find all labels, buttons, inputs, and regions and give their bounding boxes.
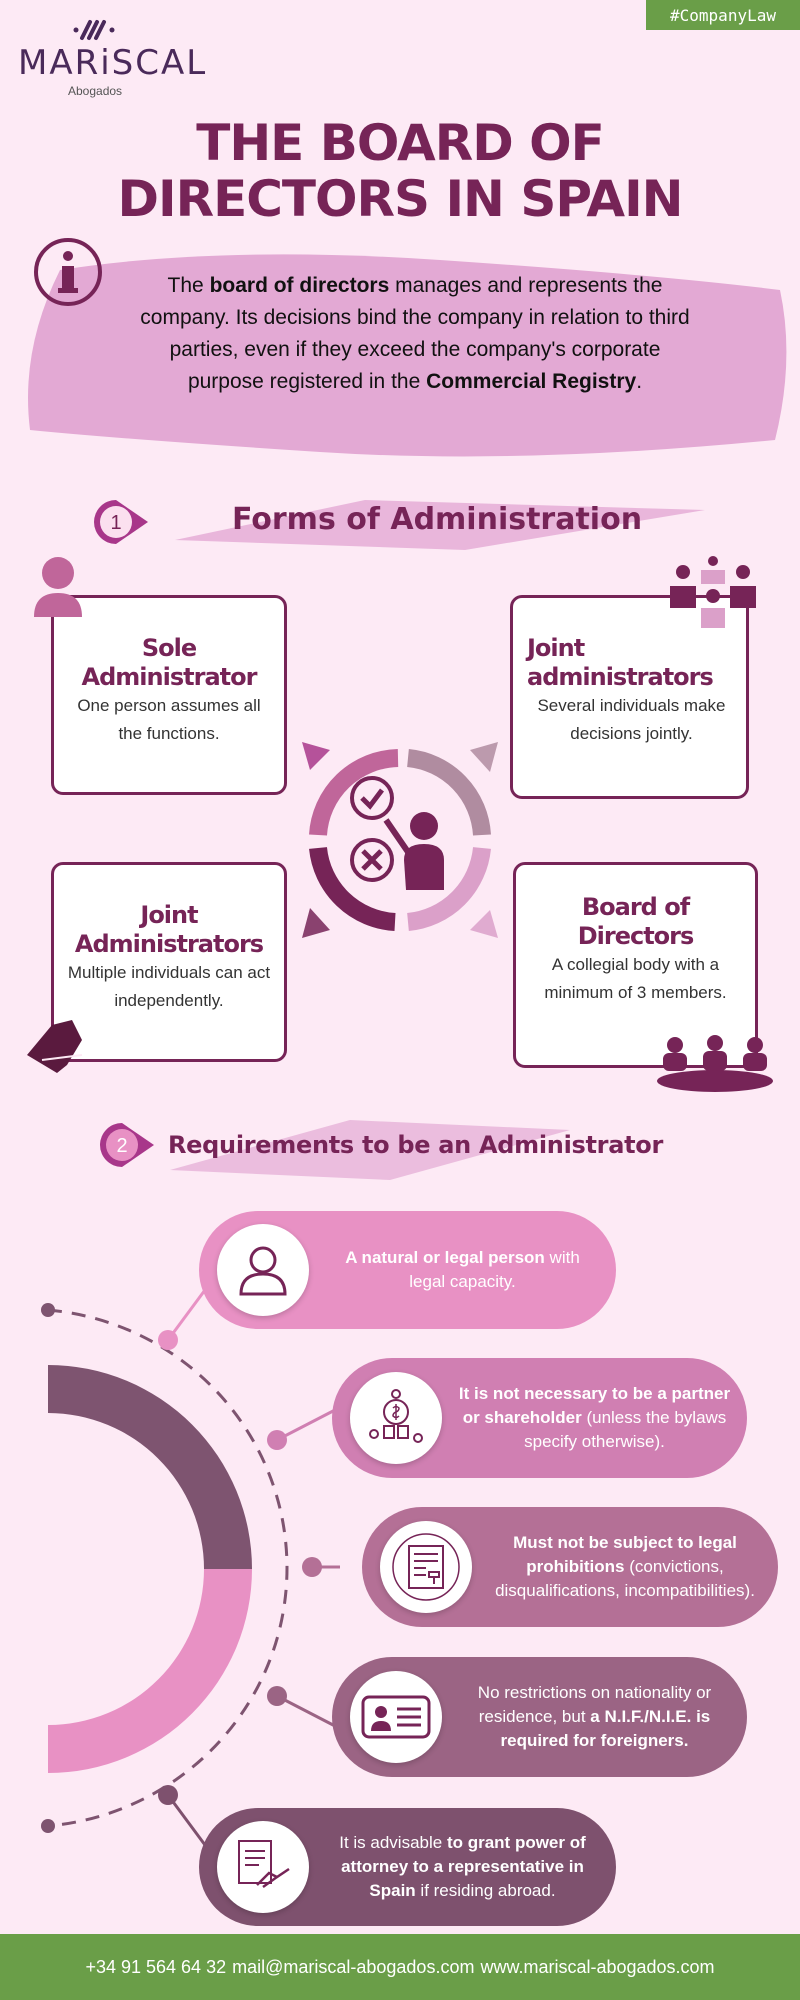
power-of-attorney-icon bbox=[217, 1821, 309, 1913]
hashtag-badge: #CompanyLaw bbox=[646, 0, 800, 30]
requirement-item: It is advisable to grant power of attorn… bbox=[199, 1808, 616, 1926]
svg-text:2: 2 bbox=[116, 1135, 127, 1157]
card-title: Joint administrators bbox=[527, 634, 714, 691]
id-card-icon bbox=[350, 1671, 442, 1763]
brush-stroke bbox=[175, 500, 705, 550]
decision-cycle-icon bbox=[302, 742, 498, 938]
phone-link[interactable]: +34 91 564 64 32 bbox=[85, 1956, 227, 1977]
info-icon bbox=[34, 238, 102, 306]
section-number-badge: 1 bbox=[94, 500, 148, 544]
card-board-of-directors: Board of Directors A collegial body with … bbox=[513, 862, 758, 1068]
card-desc: One person assumes all the functions. bbox=[77, 696, 261, 743]
requirement-item: It is not necessary to be a partner or s… bbox=[332, 1358, 747, 1478]
requirement-item: A natural or legal person with legal cap… bbox=[199, 1211, 616, 1329]
svg-text:1: 1 bbox=[110, 512, 121, 534]
requirement-item: No restrictions on nationality or reside… bbox=[332, 1657, 747, 1777]
money-share-icon bbox=[350, 1372, 442, 1464]
card-desc: A collegial body with a minimum of 3 mem… bbox=[544, 955, 727, 1002]
title-line: THE BOARD OF bbox=[196, 114, 605, 172]
section-number-badge: 2 bbox=[100, 1123, 154, 1167]
group-icon bbox=[670, 556, 756, 628]
section-title: Forms of Administration bbox=[232, 502, 643, 537]
meeting-icon bbox=[657, 1035, 773, 1092]
card-title: Board of Directors bbox=[577, 893, 695, 950]
card-desc: Multiple individuals can act independent… bbox=[67, 963, 271, 1010]
contact-footer: +34 91 564 64 32 mail@mariscal-abogados.… bbox=[0, 1934, 800, 2000]
handshake-icon bbox=[27, 1020, 83, 1073]
brush-background bbox=[28, 254, 787, 457]
card-title: Sole Administrator bbox=[81, 634, 258, 691]
logo-subtitle: Abogados bbox=[68, 84, 123, 98]
website-link[interactable]: www.mariscal-abogados.com bbox=[480, 1956, 715, 1977]
logo-name: MARiSCAL bbox=[18, 43, 208, 83]
intro-text: The board of directors manages and repre… bbox=[140, 274, 690, 393]
timeline-graphic bbox=[41, 1290, 340, 1846]
requirement-item: Must not be subject to legal prohibition… bbox=[362, 1507, 778, 1627]
logo-icon bbox=[73, 20, 115, 40]
person-outline-icon bbox=[217, 1224, 309, 1316]
card-title: Joint Administrators bbox=[74, 901, 264, 958]
email-link[interactable]: mail@mariscal-abogados.com bbox=[232, 1956, 475, 1977]
legal-document-icon bbox=[380, 1521, 472, 1613]
brush-stroke bbox=[170, 1120, 570, 1180]
section-title: Requirements to be an Administrator bbox=[168, 1131, 664, 1159]
card-desc: Several individuals make decisions joint… bbox=[537, 696, 726, 743]
title-line: DIRECTORS IN SPAIN bbox=[117, 170, 683, 228]
person-icon bbox=[34, 557, 82, 617]
